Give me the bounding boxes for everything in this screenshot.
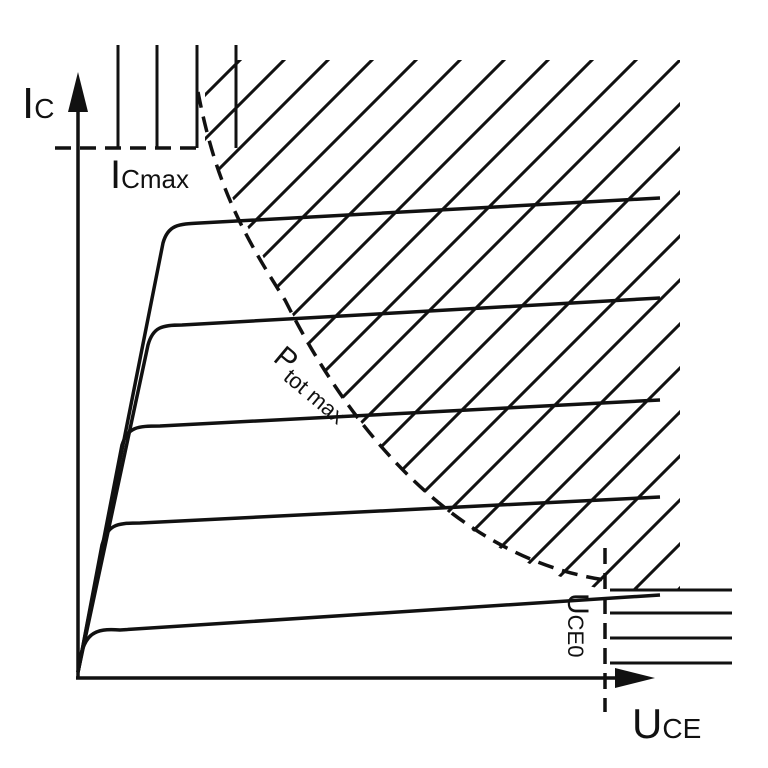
x-axis-arrow-icon bbox=[615, 668, 655, 688]
hatch-line bbox=[302, 60, 680, 590]
hatch-line bbox=[205, 60, 526, 590]
y-axis-arrow-icon bbox=[68, 72, 88, 112]
hatch-line bbox=[205, 60, 262, 590]
hatch-line bbox=[205, 60, 680, 590]
ptot-max-label: Ptot max bbox=[264, 340, 360, 429]
uce0-label: UCE0 bbox=[561, 593, 594, 657]
hatch-line bbox=[205, 60, 438, 590]
hatch-line bbox=[205, 60, 306, 590]
uce0-exceed-region-lines bbox=[610, 588, 732, 665]
hatch-line bbox=[205, 60, 394, 590]
forbidden-region-hatch bbox=[205, 60, 680, 590]
icmax-exceed-region-lines bbox=[116, 45, 238, 148]
ptot-max-curve bbox=[196, 91, 606, 582]
curve-4 bbox=[76, 296, 661, 673]
hatch-line bbox=[205, 60, 680, 590]
hatch-line bbox=[205, 60, 680, 590]
ic-axis-label: IC bbox=[22, 79, 54, 128]
hatch-line bbox=[205, 60, 680, 590]
hatch-line bbox=[205, 60, 350, 590]
curve-5 bbox=[76, 196, 661, 673]
hatch-line bbox=[214, 60, 680, 590]
hatch-line bbox=[566, 60, 680, 590]
hatch-line bbox=[346, 60, 680, 590]
icmax-label: ICmax bbox=[110, 153, 189, 197]
hatch-line bbox=[258, 60, 680, 590]
hatch-line bbox=[478, 60, 680, 590]
uce-axis-label: UCE bbox=[632, 700, 701, 747]
hatch-line bbox=[205, 60, 482, 590]
